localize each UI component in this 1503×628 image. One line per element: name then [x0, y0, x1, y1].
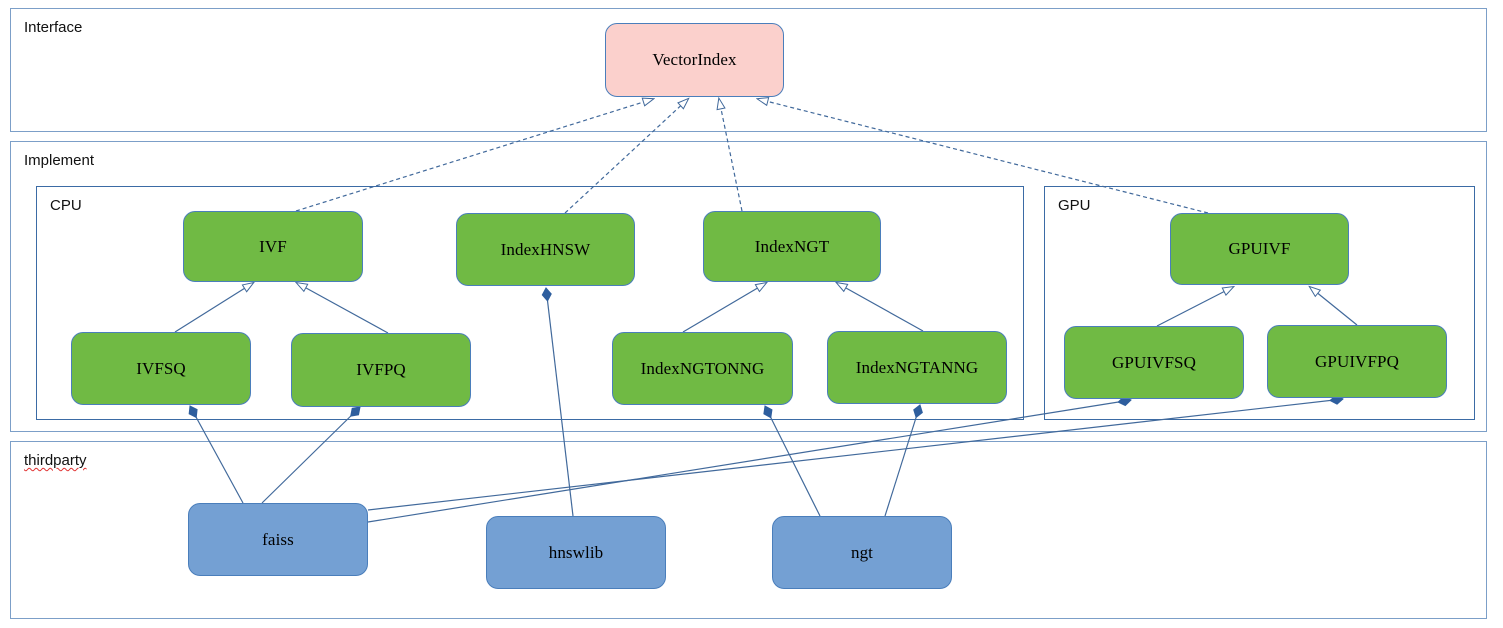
class-node-label: IndexNGT	[754, 236, 830, 256]
class-node-faiss[interactable]: faiss	[188, 503, 368, 576]
class-node-label: IndexNGTONNG	[640, 358, 765, 378]
class-node-gpuivfpq[interactable]: GPUIVFPQ	[1267, 325, 1447, 398]
group-label-implement: Implement	[24, 152, 95, 169]
class-node-indexhnsw[interactable]: IndexHNSW	[456, 213, 635, 286]
class-node-label: VectorIndex	[652, 50, 737, 69]
class-node-label: faiss	[262, 529, 294, 549]
class-node-ivfpq[interactable]: IVFPQ	[291, 333, 471, 407]
class-node-gpuivf[interactable]: GPUIVF	[1170, 213, 1349, 285]
class-node-indexngt[interactable]: IndexNGT	[703, 211, 881, 282]
class-node-label: IndexNGTANNG	[855, 357, 979, 377]
class-node-indexngtanng[interactable]: IndexNGTANNG	[827, 331, 1007, 404]
class-node-label: hnswlib	[548, 542, 604, 562]
class-node-hnswlib[interactable]: hnswlib	[486, 516, 666, 589]
class-node-gpuivfsq[interactable]: GPUIVFSQ	[1064, 326, 1244, 399]
class-node-ngt[interactable]: ngt	[772, 516, 952, 589]
group-label-gpu: GPU	[1058, 197, 1091, 214]
class-node-label: GPUIVF	[1228, 239, 1291, 258]
class-node-label: IVF	[259, 236, 287, 256]
group-box-interface	[10, 8, 1487, 132]
class-node-ivfsq[interactable]: IVFSQ	[71, 332, 251, 405]
class-node-label: IndexHNSW	[500, 239, 591, 259]
group-label-interface: Interface	[24, 19, 83, 36]
class-node-label: GPUIVFPQ	[1315, 351, 1399, 371]
class-node-label: IVFPQ	[356, 360, 406, 379]
class-node-label: IVFSQ	[136, 358, 186, 378]
group-label-cpu: CPU	[50, 197, 82, 214]
class-node-label: ngt	[850, 542, 874, 562]
group-label-thirdparty: thirdparty	[24, 452, 87, 469]
class-node-ivf[interactable]: IVF	[183, 211, 363, 282]
class-node-vectorindex[interactable]: VectorIndex	[605, 23, 784, 97]
class-node-indexngtonng[interactable]: IndexNGTONNG	[612, 332, 793, 405]
class-node-label: GPUIVFSQ	[1112, 352, 1196, 372]
